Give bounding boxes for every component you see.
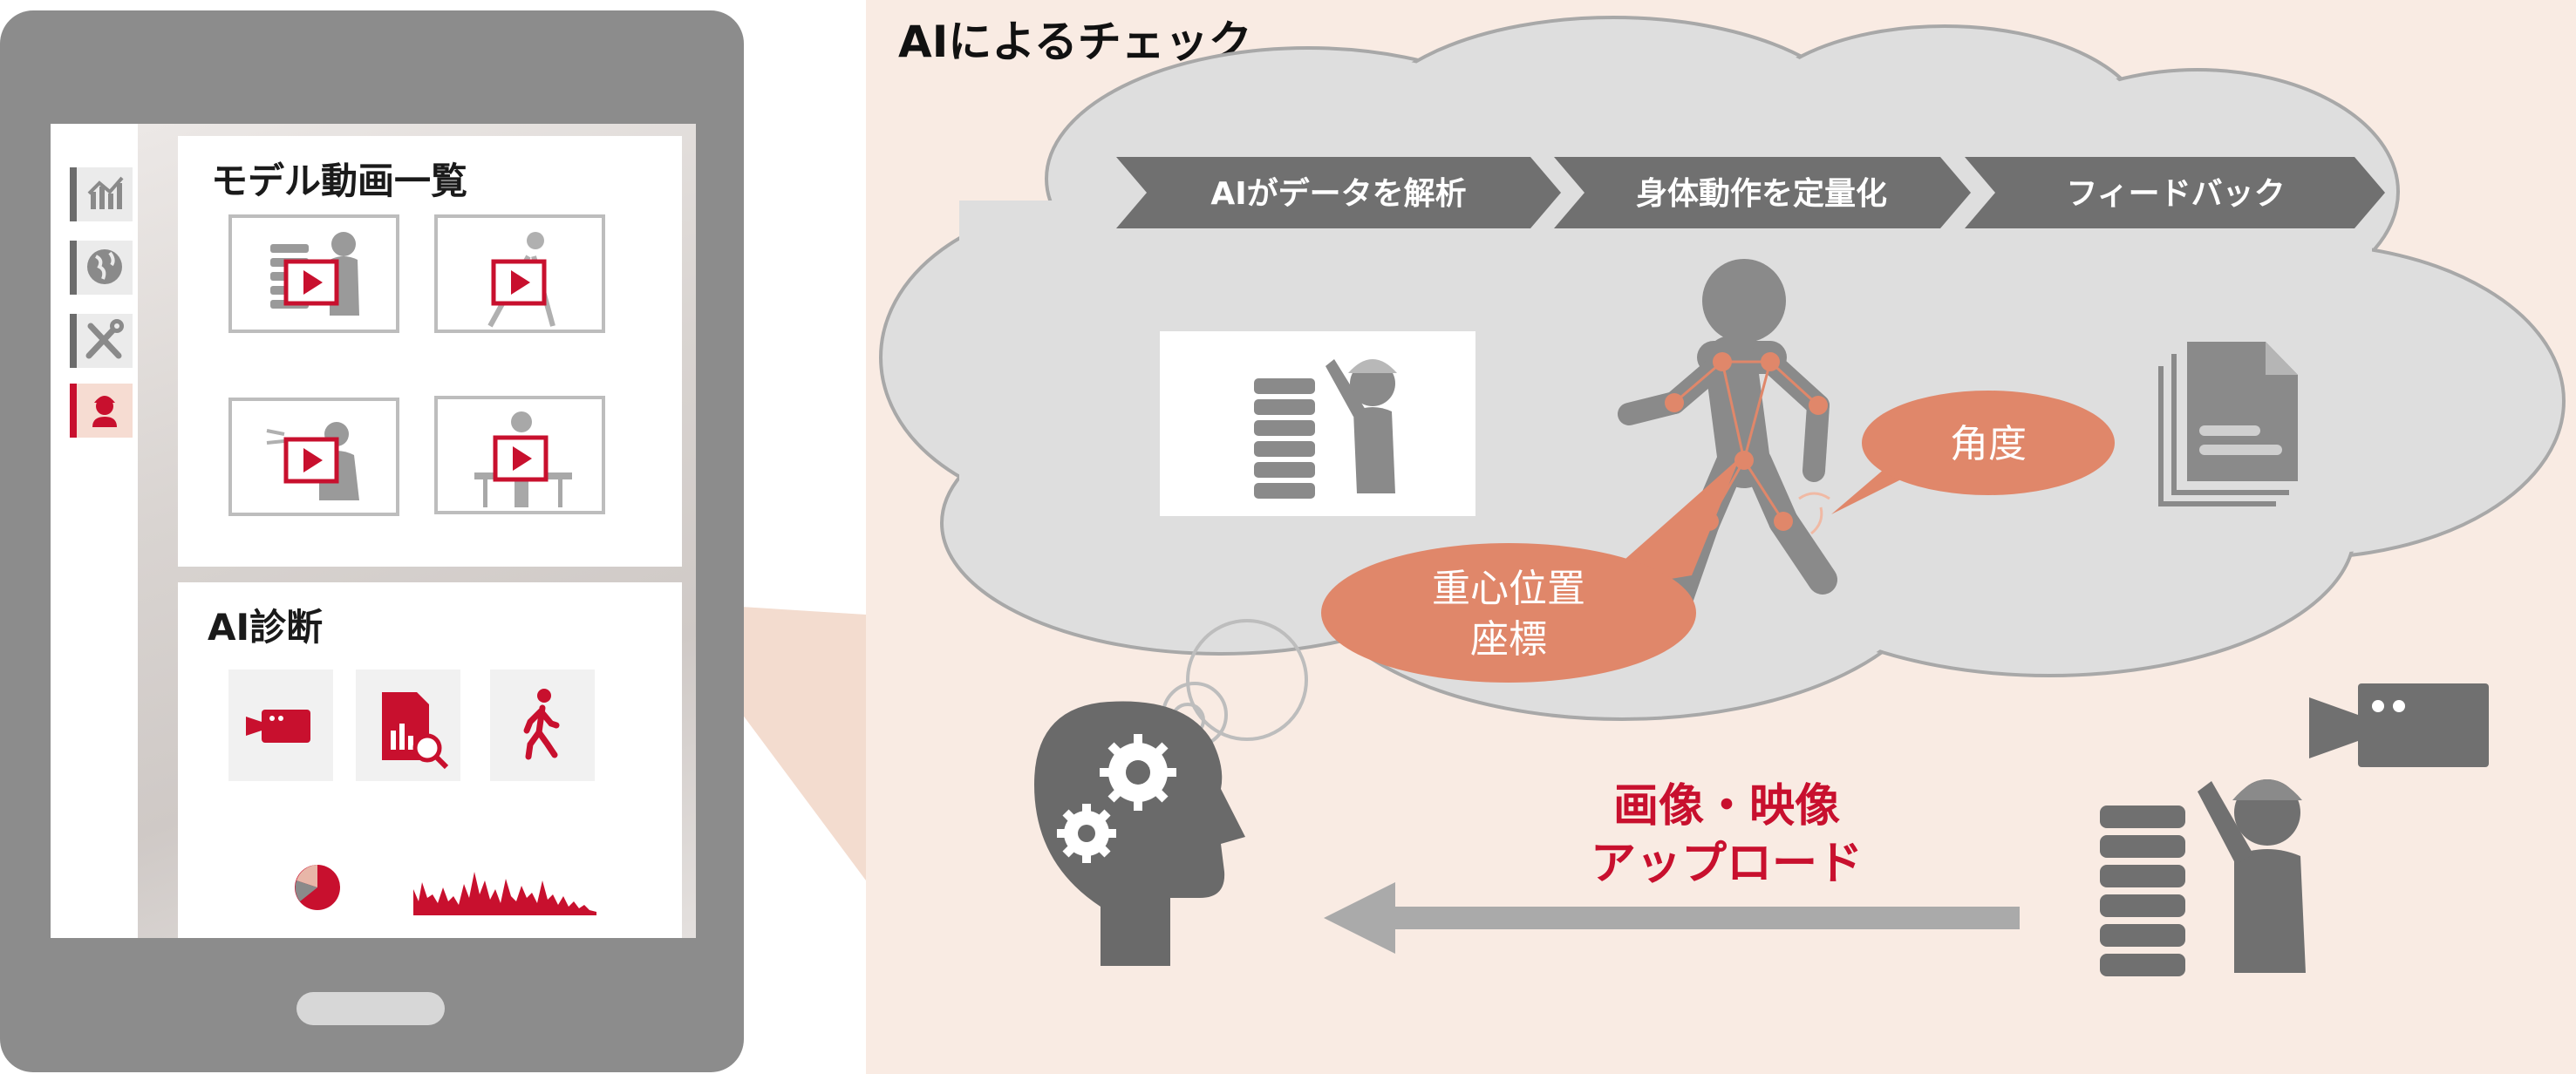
video-thumbnail-desk[interactable] [434, 396, 605, 514]
upload-label-line2: アップロード [1590, 838, 1863, 890]
ai-diagnosis-panel: AI診断 [178, 582, 682, 938]
sidebar-item-worker[interactable] [70, 384, 133, 438]
document-feedback-icon [2158, 342, 2298, 506]
pie-chart-icon [295, 865, 340, 910]
server-worker-icon [1254, 359, 1397, 499]
angle-bubble [1862, 391, 2115, 495]
upload-label-line1: 画像・映像 [1612, 780, 1840, 833]
center-label-line1: 重心位置 [1432, 567, 1585, 611]
data-card [1160, 331, 1475, 516]
sidebar-item-globe[interactable] [70, 241, 133, 295]
walking-person-icon [523, 689, 560, 760]
video-thumbnail-camera[interactable] [228, 398, 399, 516]
camera-worker-thumb-icon [266, 422, 359, 500]
step-chevron-2 [1554, 157, 1971, 228]
angle-label: 角度 [1950, 422, 2027, 466]
worker-icon [92, 396, 117, 427]
ai-tile-video[interactable] [228, 670, 333, 781]
center-bubble [1321, 543, 1696, 683]
page-title: AIによるチェック [898, 17, 1252, 67]
sidebar-item-tools[interactable] [70, 314, 133, 368]
upload-label: 画像・映像 アップロード [1482, 778, 1971, 893]
tools-icon [85, 319, 124, 359]
step-label-3: フィードバック [2066, 176, 2285, 212]
model-videos-title: モデル動画一覧 [211, 160, 468, 202]
step-chevron-3 [1965, 157, 2385, 228]
sidebar-item-chart[interactable] [70, 167, 133, 221]
video-thumbnail-walking[interactable] [434, 214, 605, 333]
ai-diagnosis-title: AI診断 [208, 606, 324, 649]
server-worker-thumb-icon [270, 232, 359, 316]
home-button[interactable] [296, 992, 445, 1025]
ai-head-icon [1034, 701, 1245, 966]
step-label-2: 身体動作を定量化 [1636, 176, 1887, 212]
model-videos-panel: モデル動画一覧 [178, 136, 682, 567]
tablet-screen: モデル動画一覧 [51, 124, 696, 938]
chart-icon [87, 176, 124, 209]
walking-thumb-icon [487, 232, 555, 328]
video-thumbnail-server[interactable] [228, 214, 399, 333]
upload-arrow [1324, 882, 2020, 954]
ai-tile-walking[interactable] [490, 670, 595, 781]
desk-worker-thumb-icon [474, 411, 572, 507]
report-search-icon [382, 692, 449, 770]
center-label-line2: 座標 [1470, 617, 1547, 662]
step-chevron-1 [1116, 157, 1561, 228]
thought-bubble-large [1186, 619, 1308, 741]
step-label-1: AIがデータを解析 [1210, 175, 1466, 212]
video-camera-small-icon [246, 710, 310, 743]
ai-tile-report[interactable] [356, 670, 460, 781]
server-worker-large-icon [2100, 779, 2306, 976]
video-camera-icon [2309, 683, 2489, 767]
histogram-icon [413, 872, 596, 915]
globe-icon [87, 249, 122, 284]
